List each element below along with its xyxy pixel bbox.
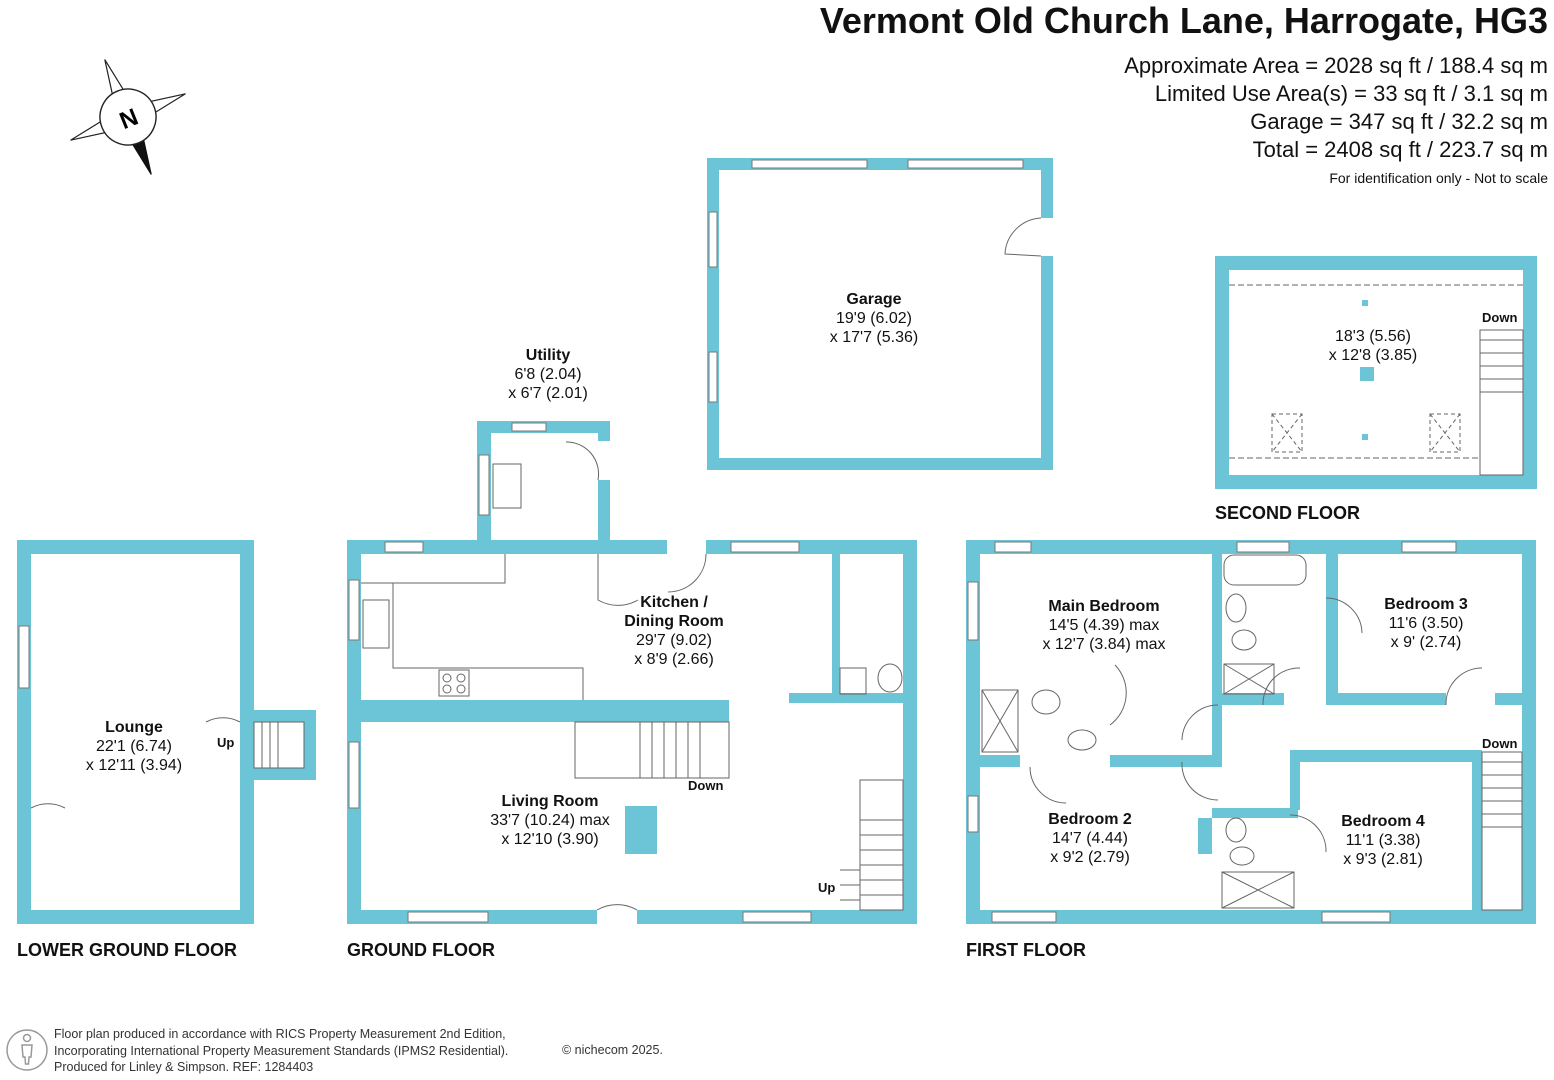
- room-name: Lounge: [105, 719, 163, 736]
- north-arrow-icon: [70, 59, 186, 175]
- room-dim: x 8'9 (2.66): [634, 651, 714, 668]
- room-dim: x 9'2 (2.79): [1050, 849, 1130, 866]
- room-dim: x 12'10 (3.90): [501, 831, 599, 848]
- scale-note: For identification only - Not to scale: [1329, 170, 1548, 186]
- room-dim: 19'9 (6.02): [836, 310, 912, 327]
- footer-text: Floor plan produced in accordance with R…: [54, 1026, 508, 1076]
- floor-label-second: SECOND FLOOR: [1215, 503, 1361, 523]
- room-name: Dining Room: [624, 613, 724, 630]
- room-kitchen-dining: Kitchen / Dining Room 29'7 (9.02) x 8'9 …: [624, 593, 724, 669]
- room-dim: x 12'8 (3.85): [1328, 347, 1418, 364]
- room-dim: x 9' (2.74): [1390, 634, 1462, 651]
- windows: [18, 159, 1457, 923]
- garage-area: Garage = 347 sq ft / 32.2 sq m: [1250, 109, 1548, 134]
- room-bedroom-4: Bedroom 4 11'1 (3.38) x 9'3 (2.81): [1341, 812, 1425, 869]
- room-dim: 6'8 (2.04): [514, 366, 582, 383]
- room-dim: 11'6 (3.50): [1388, 615, 1464, 632]
- stair-label-down: Down: [688, 778, 724, 793]
- room-garage: Garage 19'9 (6.02) x 17'7 (5.36): [830, 290, 918, 347]
- room-attic: 18'3 (5.56) x 12'8 (3.85): [1329, 327, 1417, 365]
- room-dim: 14'7 (4.44): [1051, 830, 1128, 847]
- stair-label-down: Down: [1482, 736, 1518, 751]
- stair-label-down: Down: [1482, 310, 1518, 325]
- room-dim: 18'3 (5.56): [1335, 328, 1411, 345]
- room-name: Bedroom 2: [1048, 811, 1132, 828]
- room-main-bedroom: Main Bedroom 14'5 (4.39) max x 12'7 (3.8…: [1042, 597, 1165, 654]
- room-dim: 22'1 (6.74): [96, 738, 172, 755]
- footer-line: Incorporating International Property Mea…: [54, 1043, 509, 1058]
- room-name: Bedroom 4: [1341, 813, 1425, 830]
- room-dim: 29'7 (9.02): [635, 632, 712, 649]
- room-name: Kitchen /: [640, 594, 708, 611]
- floor-label-ground: GROUND FLOOR: [347, 940, 495, 960]
- room-living: Living Room 33'7 (10.24) max x 12'10 (3.…: [490, 792, 610, 849]
- stair-label-up: Up: [818, 880, 836, 895]
- page-title: Vermont Old Church Lane, Harrogate, HG3: [819, 0, 1548, 41]
- room-name: Garage: [846, 291, 902, 308]
- room-dim: x 9'3 (2.81): [1343, 851, 1423, 868]
- room-bedroom-2: Bedroom 2 14'7 (4.44) x 9'2 (2.79): [1048, 810, 1132, 867]
- limited-use-area: Limited Use Area(s) = 33 sq ft / 3.1 sq …: [1154, 81, 1548, 106]
- fixtures: [30, 217, 1524, 911]
- room-name: Bedroom 3: [1384, 596, 1468, 613]
- room-lounge: Lounge 22'1 (6.74) x 12'11 (3.94): [86, 718, 182, 775]
- walls: [17, 158, 1537, 924]
- room-dim: x 17'7 (5.36): [829, 329, 919, 346]
- person-icon: [6, 1029, 48, 1071]
- room-utility: Utility 6'8 (2.04) x 6'7 (2.01): [508, 346, 588, 403]
- approx-area: Approximate Area = 2028 sq ft / 188.4 sq…: [1124, 53, 1548, 78]
- area-summary: Approximate Area = 2028 sq ft / 188.4 sq…: [1124, 52, 1548, 188]
- room-dim: 11'1 (3.38): [1345, 832, 1421, 849]
- footer-line: Produced for Linley & Simpson. REF: 1284…: [54, 1060, 314, 1074]
- room-dim: 14'5 (4.39) max: [1048, 617, 1160, 634]
- floor-label-first: FIRST FLOOR: [966, 940, 1086, 960]
- room-dim: x 6'7 (2.01): [508, 385, 588, 402]
- room-dim: x 12'11 (3.94): [85, 757, 183, 774]
- room-dim: x 12'7 (3.84) max: [1042, 636, 1166, 653]
- room-name: Main Bedroom: [1048, 598, 1160, 615]
- room-bedroom-3: Bedroom 3 11'6 (3.50) x 9' (2.74): [1384, 595, 1468, 652]
- room-dim: 33'7 (10.24) max: [490, 812, 610, 829]
- room-name: Living Room: [501, 793, 599, 810]
- footer-line: Floor plan produced in accordance with R…: [54, 1027, 506, 1041]
- floor-label-lower-ground: LOWER GROUND FLOOR: [17, 940, 237, 960]
- stair-label-up: Up: [217, 735, 235, 750]
- copyright: © nichecom 2025.: [562, 1043, 663, 1057]
- room-name: Utility: [525, 347, 571, 364]
- total-area: Total = 2408 sq ft / 223.7 sq m: [1252, 137, 1548, 162]
